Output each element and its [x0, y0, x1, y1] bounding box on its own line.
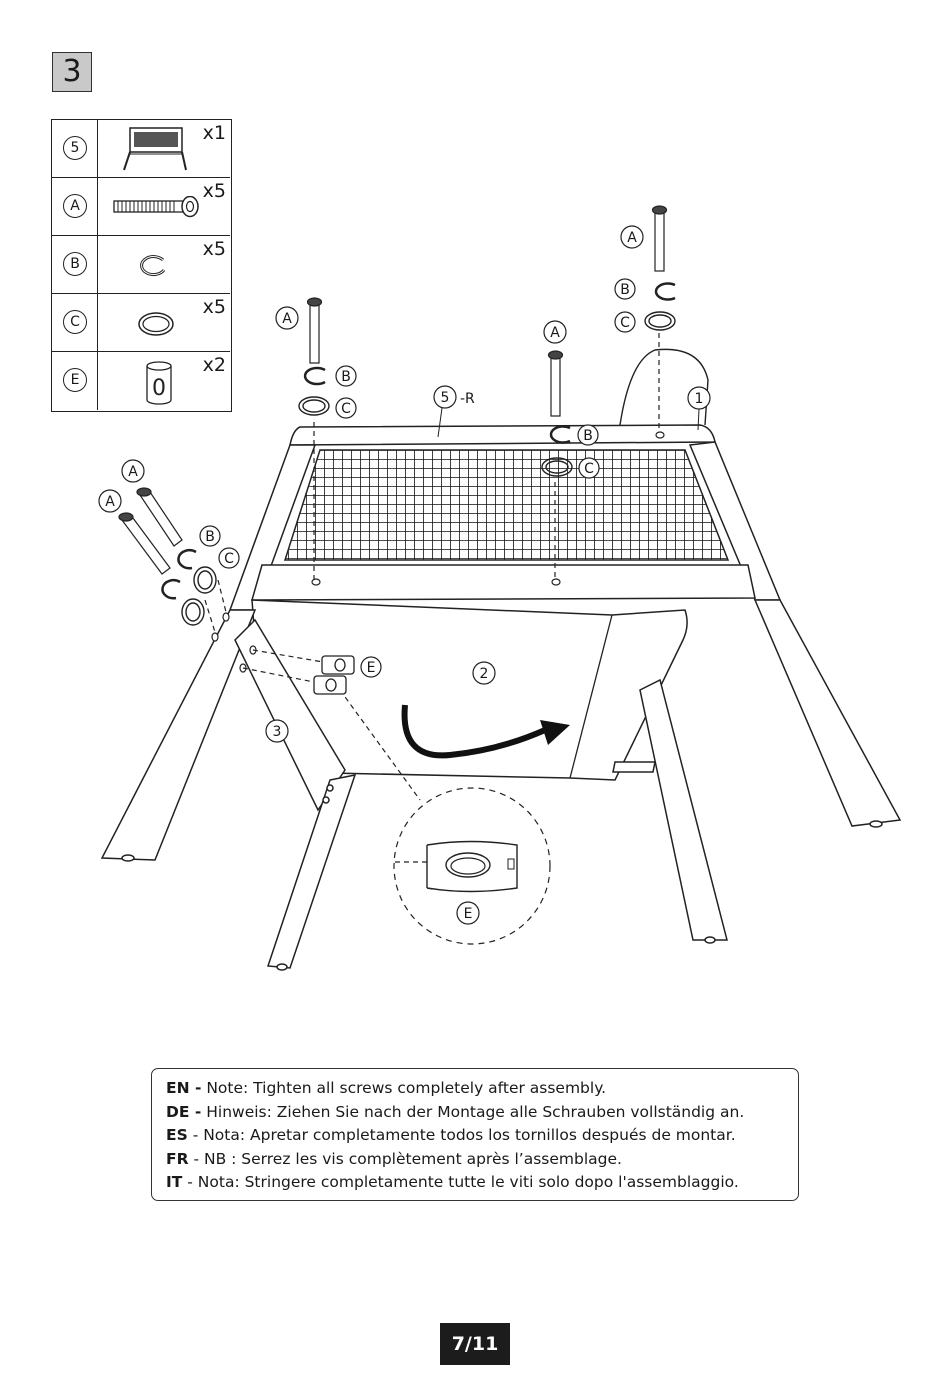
callout-c: C [620, 315, 630, 331]
callout-b: B [205, 529, 215, 545]
callout-2: 2 [480, 666, 489, 682]
part-qty: x5 [202, 296, 226, 318]
callout-e: E [367, 660, 376, 676]
split-washer-icon [140, 255, 166, 277]
note-es: ES - Nota: Apretar completamente todos l… [166, 1126, 736, 1144]
part-row-c: C x5 [52, 294, 230, 352]
split-washer-icon [161, 282, 676, 600]
barrel-nut-detail-view [393, 787, 551, 945]
callout-1: 1 [695, 391, 704, 407]
part-id: C [63, 310, 87, 334]
flat-washer-icon [181, 311, 676, 626]
chair-legs [100, 599, 902, 971]
part-row-a: A x5 [52, 178, 230, 236]
rotation-arrow-icon [401, 704, 547, 759]
part-row-5: 5 x1 [52, 120, 230, 178]
callout-e: E [464, 906, 473, 922]
callout-3: 3 [273, 724, 282, 740]
barrel-nut-icon: 0 [146, 361, 172, 405]
callout-b: B [583, 428, 593, 444]
callout-a: A [627, 230, 637, 246]
barrel-nut-glyph: 0 [152, 376, 166, 401]
part-row-b: B x5 [52, 236, 230, 294]
assembly-notes: EN - Note: Tighten all screws completely… [151, 1068, 799, 1201]
step-number-badge: 3 [52, 52, 92, 92]
part-row-e: E 0 x2 [52, 352, 230, 410]
callout-a: A [128, 464, 138, 480]
top-frame-part-5 [228, 424, 782, 611]
page-number: 7/11 [440, 1323, 510, 1365]
note-en: EN - Note: Tighten all screws completely… [166, 1079, 607, 1097]
callout-c: C [341, 401, 351, 417]
parts-list-table: 5 x1 A x5 B x5 C [51, 119, 232, 412]
callout-b: B [341, 369, 351, 385]
part-qty: x5 [202, 238, 226, 260]
callout-c: C [224, 551, 234, 567]
frame-part-icon [123, 127, 187, 171]
part-5-r-label: -R [460, 391, 475, 407]
callout-a: A [550, 325, 560, 341]
bolt-icon [113, 196, 199, 218]
assembly-diagram: A B C A B C A B C A A B C 5 1 2 3 E E -R [98, 205, 902, 971]
callout-c: C [584, 461, 594, 477]
note-fr: FR - NB : Serrez les vis complètement ap… [166, 1149, 622, 1168]
flat-washer-icon [138, 312, 174, 336]
bolt-icon [118, 205, 668, 575]
part-qty: x5 [202, 180, 226, 202]
callout-labels [98, 225, 711, 925]
barrel-nut-icon [313, 655, 355, 695]
part-qty: x1 [202, 122, 226, 144]
part-id: A [63, 194, 87, 218]
callout-b: B [620, 282, 630, 298]
part-id: E [63, 368, 87, 392]
note-de: DE - Hinweis: Ziehen Sie nach der Montag… [166, 1102, 745, 1121]
seat-part-2 [251, 599, 688, 781]
callout-5: 5 [441, 390, 450, 406]
callout-a: A [282, 311, 292, 327]
part-qty: x2 [202, 354, 226, 376]
backrest-part-1 [619, 348, 709, 426]
part-id: 5 [63, 136, 87, 160]
note-it: IT - Nota: Stringere completamente tutte… [166, 1173, 739, 1191]
part-id: B [63, 252, 87, 276]
callout-a: A [105, 494, 115, 510]
